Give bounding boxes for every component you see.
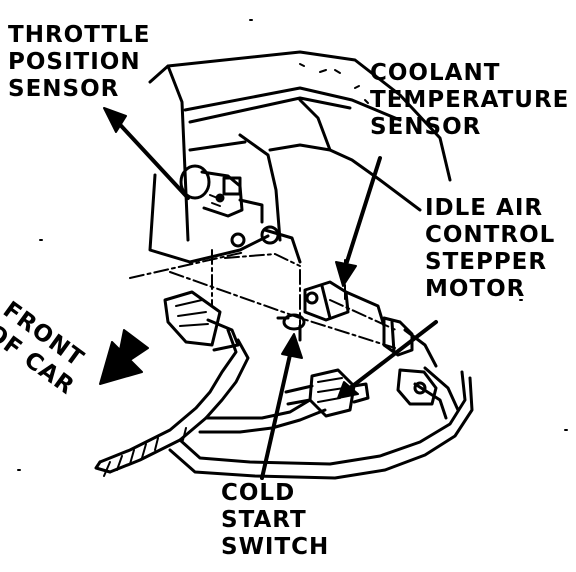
label-line: CONTROL [425, 222, 556, 248]
label-line: TEMPERATURE [370, 87, 570, 113]
wiring-harness [94, 328, 474, 480]
cold-start-switch [276, 313, 306, 342]
idle-air-control-motor [284, 316, 438, 418]
label-line: SENSOR [370, 114, 482, 140]
label-line: POSITION [8, 49, 141, 75]
label-line: COOLANT [370, 60, 501, 86]
label-line: MOTOR [425, 276, 526, 302]
throttle-position-sensor [179, 164, 244, 218]
label-line: THROTTLE [8, 22, 151, 48]
arrow-idle-air-control [348, 320, 438, 390]
label-line: IDLE AIR [425, 195, 544, 221]
throttle-body-housing [148, 50, 452, 264]
throttle-position-sensor-label: THROTTLE POSITION SENSOR [8, 22, 150, 103]
label-line: START [221, 507, 307, 533]
coolant-temperature-sensor-label: COOLANT TEMPERATURE SENSOR [370, 60, 569, 141]
arrow-throttle-position [110, 114, 190, 200]
label-line: SWITCH [221, 534, 330, 560]
label-line: COLD [221, 480, 296, 506]
label-line: STEPPER [425, 249, 548, 275]
coolant-temperature-sensor [303, 280, 386, 328]
print-specks [17, 19, 568, 471]
front-of-car-arrow [99, 329, 149, 385]
callout-arrows [103, 107, 438, 480]
idle-air-control-stepper-motor-label: IDLE AIR CONTROL STEPPER MOTOR [425, 195, 555, 303]
cold-start-switch-label: COLD START SWITCH [221, 480, 329, 561]
harness-connector-left [163, 290, 240, 352]
label-line: SENSOR [8, 76, 120, 102]
arrow-cold-start [260, 344, 294, 480]
arrow-coolant-temperature [343, 156, 382, 270]
